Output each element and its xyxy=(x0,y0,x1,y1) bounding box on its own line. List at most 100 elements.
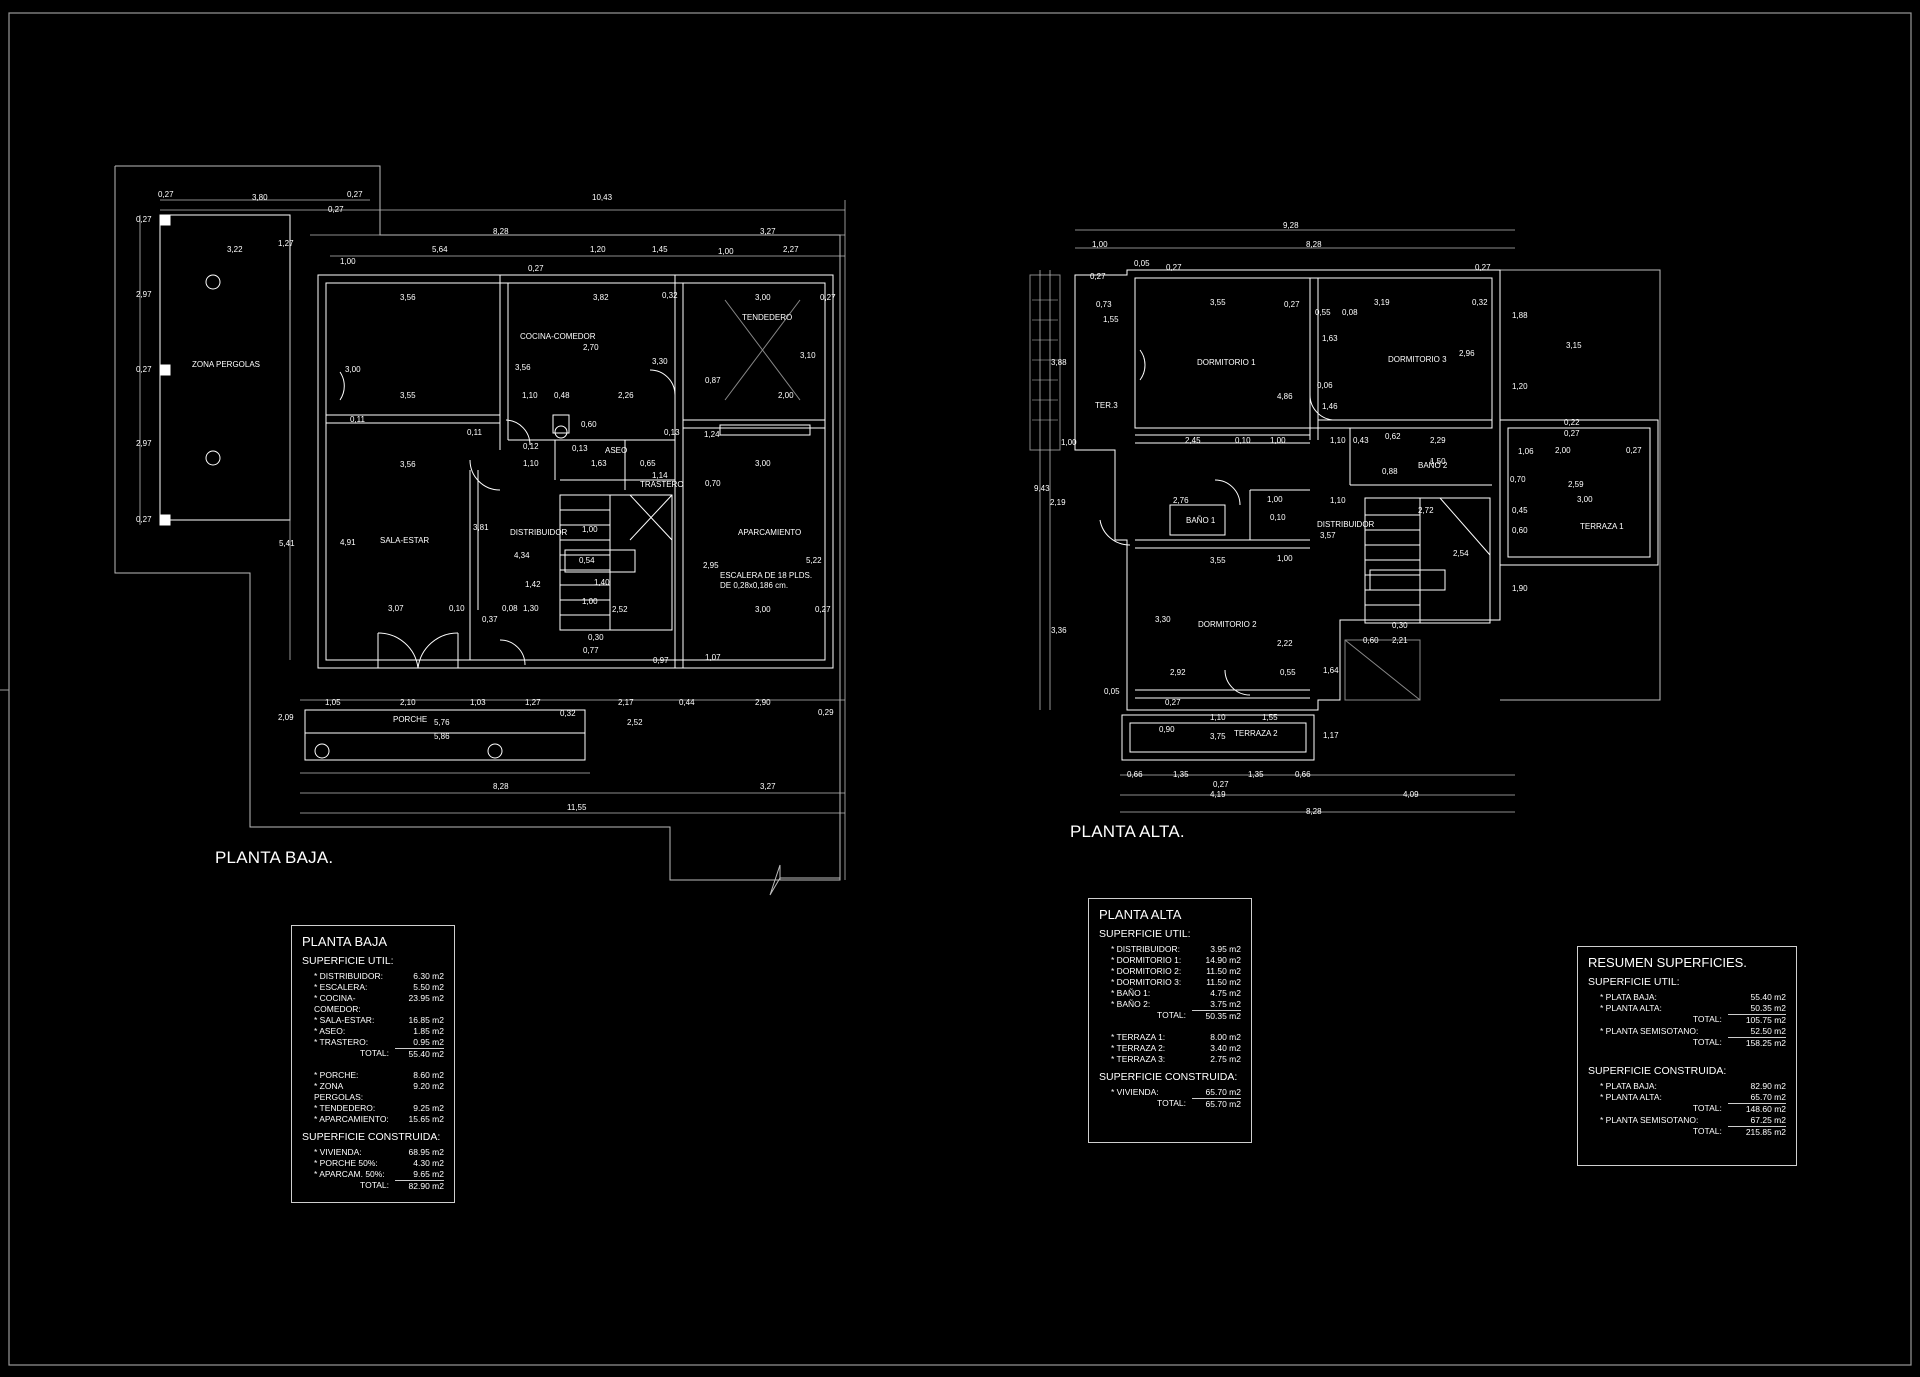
dimension: 0,08 xyxy=(1342,308,1358,317)
room-label: ZONA PERGOLAS xyxy=(192,360,260,369)
dimension: 1,64 xyxy=(1323,666,1339,675)
door-swing xyxy=(1224,669,1251,696)
dimension: 2,76 xyxy=(1173,496,1189,505)
dimension: 2,97 xyxy=(136,290,152,299)
table-row: * DORMITORIO 1: 14.90 m2 xyxy=(1099,955,1241,966)
dimension: 2,95 xyxy=(703,561,719,570)
porche-edge xyxy=(304,732,586,761)
dimension: 1,45 xyxy=(652,245,668,254)
dimension: 4,91 xyxy=(340,538,356,547)
table-row: * PLANTA ALTA:65.70 m2 xyxy=(1588,1092,1786,1103)
table-title: PLANTA ALTA xyxy=(1099,907,1182,922)
dimension: 3,30 xyxy=(652,357,668,366)
table-row: * TERRAZA 2:3.40 m2 xyxy=(1099,1043,1241,1054)
table-row: * VIVIENDA:65.70 m2 xyxy=(1099,1087,1241,1098)
table-row: * ZONA PERGOLAS:9.20 m2 xyxy=(302,1081,444,1103)
room-label: TERRAZA 2 xyxy=(1234,729,1278,738)
dimension: 0,10 xyxy=(1235,436,1251,445)
table-row: * DISTRIBUIDOR:6.30 m2 xyxy=(302,971,444,982)
dimension: 3,75 xyxy=(1210,732,1226,741)
dimension: 3,88 xyxy=(1051,358,1067,367)
table-title: RESUMEN SUPERFICIES. xyxy=(1588,955,1747,970)
dimension: 1,10 xyxy=(523,459,539,468)
row-label: * BAÑO 2: xyxy=(1111,999,1151,1009)
pergola-post xyxy=(159,214,171,226)
dimension: 1,10 xyxy=(1330,436,1346,445)
dimension: 0,13 xyxy=(664,428,680,437)
dimension: 1,03 xyxy=(470,698,486,707)
dimension: 3,27 xyxy=(760,227,776,236)
dimension: 2,26 xyxy=(618,391,634,400)
total-row: TOTAL:82.90 m2 xyxy=(302,1180,444,1192)
door-swing xyxy=(1139,349,1146,381)
row-value: 148.60 m2 xyxy=(1727,1103,1786,1115)
staircase xyxy=(559,494,673,631)
dimension: 2,00 xyxy=(778,391,794,400)
dimension: 2,19 xyxy=(1050,498,1066,507)
row-value: 4.75 m2 xyxy=(1210,988,1241,998)
dimension: 0,70 xyxy=(705,479,721,488)
dimension: 1,00 xyxy=(582,597,598,606)
dimension: 2,10 xyxy=(400,698,416,707)
terraza-1-inner xyxy=(1507,427,1651,558)
dimension: 1,24 xyxy=(704,430,720,439)
dimension: 1,42 xyxy=(525,580,541,589)
pergola-column xyxy=(205,450,221,466)
dimension: 3,00 xyxy=(755,459,771,468)
total-row: TOTAL:65.70 m2 xyxy=(1099,1098,1241,1110)
row-value: 6.30 m2 xyxy=(413,971,444,981)
row-label: TOTAL: xyxy=(360,1180,390,1190)
door-swing xyxy=(649,369,676,396)
row-value: 15.65 m2 xyxy=(408,1114,444,1124)
dimension: 2,54 xyxy=(1453,549,1469,558)
total-row: TOTAL:50.35 m2 xyxy=(1099,1010,1241,1022)
terraza-2 xyxy=(1121,714,1315,761)
dimension: 1,06 xyxy=(1518,447,1534,456)
dimension: 1,14 xyxy=(652,471,668,480)
room-label: BAÑO 2 xyxy=(1418,461,1448,470)
stair-treads xyxy=(560,494,673,630)
dimension: 0,30 xyxy=(1392,621,1408,630)
table-row: * DORMITORIO 2:11.50 m2 xyxy=(1099,966,1241,977)
dimension: 0,27 xyxy=(136,515,152,524)
terraza-2-inner xyxy=(1129,722,1307,753)
row-value: 0.95 m2 xyxy=(413,1037,444,1047)
dimension: 2,92 xyxy=(1170,668,1186,677)
table-row: * ASEO:1.85 m2 xyxy=(302,1026,444,1037)
row-value: 9.65 m2 xyxy=(413,1169,444,1179)
dimension: 2,97 xyxy=(136,439,152,448)
dimension: 2,09 xyxy=(278,713,294,722)
dimension: 1,20 xyxy=(1512,382,1528,391)
dimension: 0,27 xyxy=(528,264,544,273)
row-value: 14.90 m2 xyxy=(1205,955,1241,965)
dimension: 0,66 xyxy=(1127,770,1143,779)
dimension: 10,43 xyxy=(592,193,613,202)
row-value: 50.35 m2 xyxy=(1192,1010,1241,1022)
dimension: 0,27 xyxy=(158,190,174,199)
planta-alta-title: PLANTA ALTA. xyxy=(1070,822,1185,841)
total-row: TOTAL:148.60 m2 xyxy=(1588,1103,1786,1115)
dimension: 2,21 xyxy=(1392,636,1408,645)
sheet-frame xyxy=(8,12,1912,1366)
dimension: 0,27 xyxy=(820,293,836,302)
pergola-post xyxy=(159,514,171,526)
row-label: * PORCHE 50%: xyxy=(314,1158,378,1168)
row-value: 3.95 m2 xyxy=(1210,944,1241,954)
dimension: 2,27 xyxy=(783,245,799,254)
row-value: 105.75 m2 xyxy=(1727,1014,1786,1026)
dimension: 0,30 xyxy=(588,633,604,642)
dimension: 1,10 xyxy=(522,391,538,400)
table-row: * PORCHE:8.60 m2 xyxy=(302,1070,444,1081)
dimension: 1,05 xyxy=(325,698,341,707)
tendedero-vent xyxy=(719,424,811,436)
planta-alta-plan xyxy=(1029,229,1661,813)
dimension: 0,08 xyxy=(502,604,518,613)
row-label: * DORMITORIO 1: xyxy=(1111,955,1182,965)
dimension: 2,29 xyxy=(1430,436,1446,445)
dimension: 5,41 xyxy=(279,539,295,548)
table-row: * PLATA BAJA:55.40 m2 xyxy=(1588,992,1786,1003)
dimension: 0,48 xyxy=(554,391,570,400)
table-row: * DISTRIBUIDOR:3.95 m2 xyxy=(1099,944,1241,955)
dimension: 0,60 xyxy=(1512,526,1528,535)
total-row: TOTAL:215.85 m2 xyxy=(1588,1126,1786,1138)
